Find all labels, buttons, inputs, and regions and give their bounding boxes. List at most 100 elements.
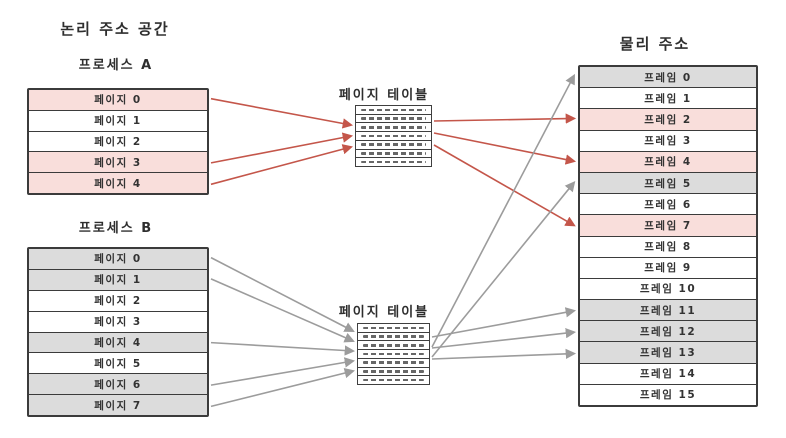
page-table-entry xyxy=(356,150,431,159)
row-label: 프레임 12 xyxy=(639,325,697,338)
table-row: 프레임 12 xyxy=(580,321,756,343)
logical-space-title: 논리 주소 공간 xyxy=(60,20,170,38)
table-row: 프레임 4 xyxy=(580,151,756,173)
table-row: 페이지 6 xyxy=(29,374,207,396)
table-row: 프레임 5 xyxy=(580,172,756,195)
row-label: 페이지 4 xyxy=(94,336,142,349)
row-label: 페이지 7 xyxy=(94,399,142,412)
scribble-text xyxy=(361,108,426,112)
arrow-table-to-frame xyxy=(431,307,577,338)
table-row: 페이지 0 xyxy=(29,249,207,270)
row-label: 페이지 1 xyxy=(94,115,142,128)
row-label: 프레임 9 xyxy=(644,262,692,275)
page-table-entry xyxy=(356,106,431,115)
page-table-entry xyxy=(358,368,429,377)
scribble-text xyxy=(362,378,425,382)
table-row: 프레임 6 xyxy=(580,194,756,216)
arrow-pageA-to-table xyxy=(210,97,354,129)
arrow-pageB-to-table xyxy=(210,357,356,386)
row-label: 페이지 6 xyxy=(94,378,142,391)
arrow-table-to-frame xyxy=(431,180,576,358)
page-table-bottom-box xyxy=(357,323,430,385)
arrow-table-to-frame xyxy=(433,113,577,124)
row-label: 프레임 13 xyxy=(639,347,697,360)
arrow-table-to-frame xyxy=(431,327,577,349)
page-table-top-box xyxy=(355,105,432,167)
row-label: 페이지 0 xyxy=(94,94,142,107)
row-label: 프레임 14 xyxy=(639,368,697,381)
table-row: 페이지 1 xyxy=(29,110,207,132)
arrow-table-to-frame xyxy=(431,73,575,348)
process-a-label: 프로세스 A xyxy=(78,58,154,73)
row-label: 페이지 2 xyxy=(94,135,142,148)
table-row: 프레임 15 xyxy=(580,384,756,405)
table-row: 프레임 3 xyxy=(580,130,756,152)
table-row: 페이지 5 xyxy=(29,353,207,375)
arrow-pageB-to-table xyxy=(210,367,356,408)
row-label: 프레임 10 xyxy=(639,283,697,296)
row-label: 프레임 7 xyxy=(644,219,692,232)
row-label: 프레임 11 xyxy=(639,304,697,317)
table-row: 프레임 13 xyxy=(580,342,756,364)
process-b-label: 프로세스 B xyxy=(78,221,154,236)
arrow-pageB-to-table xyxy=(210,278,355,343)
page-table-entry xyxy=(356,158,431,166)
row-label: 프레임 2 xyxy=(644,113,692,126)
row-label: 프레임 8 xyxy=(644,241,692,254)
scribble-text xyxy=(362,361,425,364)
row-label: 페이지 3 xyxy=(94,316,142,329)
table-row: 페이지 1 xyxy=(29,269,207,291)
row-label: 프레임 1 xyxy=(644,92,692,105)
page-table-entry xyxy=(356,141,431,150)
arrow-pageB-to-table xyxy=(210,341,356,356)
arrow-table-to-frame xyxy=(431,348,577,360)
scribble-text xyxy=(362,326,425,330)
page-table-entry xyxy=(358,333,429,342)
scribble-text xyxy=(361,134,426,138)
arrow-pageB-to-table xyxy=(210,256,355,332)
row-label: 프레임 4 xyxy=(644,156,692,169)
row-label: 프레임 6 xyxy=(644,198,692,211)
scribble-text xyxy=(361,152,426,155)
scribble-text xyxy=(362,344,425,347)
scribble-text xyxy=(362,370,425,373)
page-table-entry xyxy=(358,376,429,384)
row-label: 프레임 3 xyxy=(644,135,692,148)
arrow-table-to-frame xyxy=(433,132,577,165)
row-label: 페이지 0 xyxy=(94,253,142,266)
row-label: 페이지 5 xyxy=(94,357,142,370)
process-a-table: 페이지 0 페이지 1 페이지 2 페이지 3 페이지 4 xyxy=(27,88,209,195)
table-row: 페이지 4 xyxy=(29,173,207,193)
table-row: 페이지 0 xyxy=(29,90,207,111)
row-label: 페이지 1 xyxy=(94,274,142,287)
physical-address-title: 물리 주소 xyxy=(619,35,691,53)
table-row: 페이지 3 xyxy=(29,152,207,174)
row-label: 프레임 5 xyxy=(644,177,692,190)
table-row: 프레임 9 xyxy=(580,257,756,279)
arrow-pageA-to-table xyxy=(210,144,354,186)
scribble-text xyxy=(361,126,426,129)
table-row: 프레임 8 xyxy=(580,236,756,258)
scribble-text xyxy=(361,117,426,120)
row-label: 페이지 4 xyxy=(94,177,142,190)
table-row: 프레임 11 xyxy=(580,300,756,322)
page-table-entry xyxy=(358,341,429,351)
scribble-text xyxy=(361,143,426,146)
scribble-text xyxy=(362,335,425,338)
arrow-pageA-to-table xyxy=(210,132,354,164)
process-b-table: 페이지 0 페이지 1 페이지 2 페이지 3 페이지 4 페이지 5 페이지 6 페이지 7 xyxy=(27,247,209,417)
page-table-entry xyxy=(358,359,429,368)
page-table-entry xyxy=(358,324,429,333)
arrow-table-to-frame xyxy=(433,144,576,227)
scribble-text xyxy=(362,352,425,356)
page-table-entry xyxy=(356,115,431,124)
page-table-entry xyxy=(358,350,429,359)
row-label: 프레임 0 xyxy=(644,71,692,84)
table-row: 프레임 10 xyxy=(580,278,756,301)
table-row: 페이지 4 xyxy=(29,332,207,354)
physical-memory-table: 프레임 0 프레임 1 프레임 2 프레임 3 프레임 4 프레임 5 프레임 6 프레임 7… xyxy=(578,65,758,407)
page-table-bottom-label: 페이지 테이블 xyxy=(338,305,430,320)
row-label: 페이지 2 xyxy=(94,295,142,308)
table-row: 페이지 7 xyxy=(29,395,207,415)
table-row: 프레임 2 xyxy=(580,109,756,131)
